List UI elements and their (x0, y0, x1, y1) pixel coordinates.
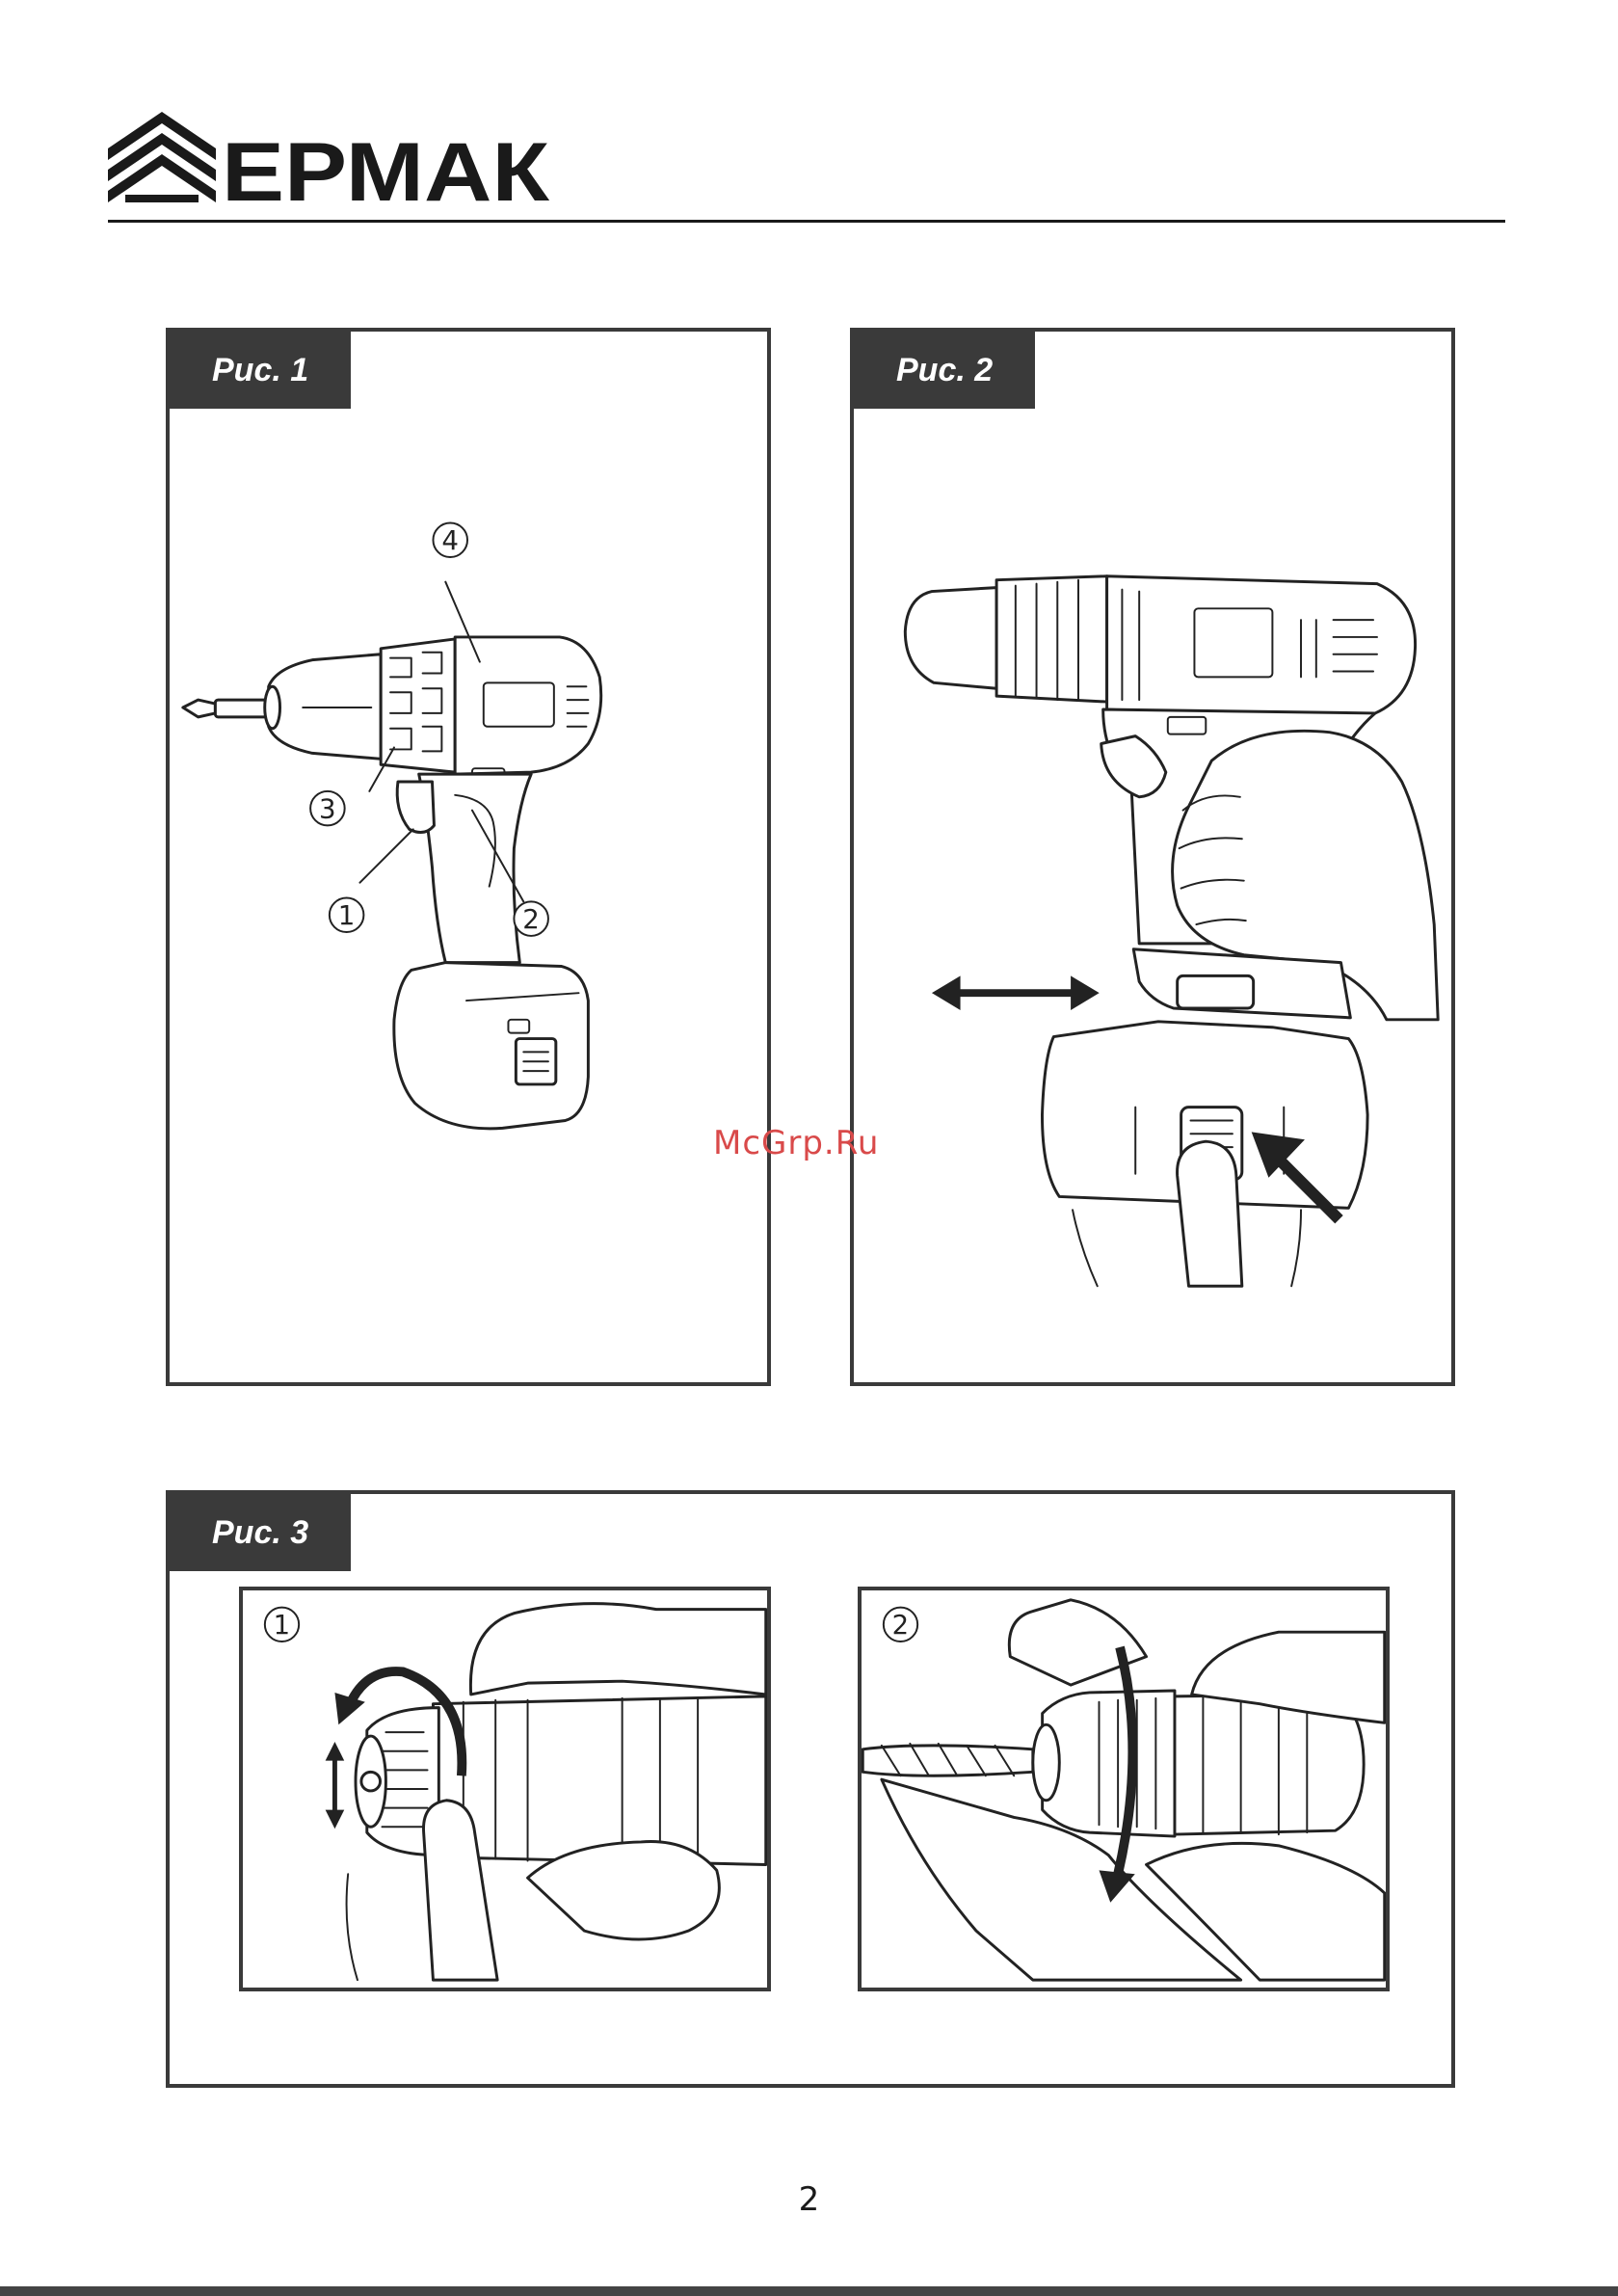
figure-3-label: Рис. 3 (170, 1494, 351, 1571)
figure-3-panel: Рис. 3 1 (166, 1490, 1455, 2088)
callout-4: 4 (441, 524, 459, 556)
brand-emblem-icon (108, 112, 216, 202)
callout-1: 1 (338, 899, 356, 931)
drill-chuck (265, 654, 381, 760)
header: ЕРМАК (108, 108, 1505, 222)
battery-removal-diagram (854, 332, 1451, 1382)
drill-handle (397, 774, 531, 962)
drill-battery (394, 963, 589, 1129)
chuck-close-diagram: 2 (862, 1590, 1386, 1988)
figure-1-panel: Рис. 1 (166, 328, 771, 1386)
figure-3-step-2: 2 (858, 1587, 1390, 1991)
watermark: McGrp.Ru (713, 1124, 879, 1162)
drill-bit-step-2 (862, 1744, 1033, 1775)
callout-3: 3 (319, 793, 336, 825)
jaws-arrow-icon (326, 1742, 345, 1829)
header-divider (108, 220, 1505, 223)
drill-body (455, 637, 601, 784)
step-1-number: 1 (274, 1611, 290, 1641)
figure-2-panel: Рис. 2 (850, 328, 1455, 1386)
slide-direction-arrow-icon (932, 975, 1100, 1010)
drill-bit (183, 700, 269, 717)
chuck-open-diagram: 1 (243, 1590, 767, 1988)
footer-bar (0, 2286, 1618, 2296)
figure-3-step-1: 1 (239, 1587, 771, 1991)
step-2-number: 2 (892, 1611, 909, 1641)
brand-logo: ЕРМАК (108, 108, 551, 204)
brand-name: ЕРМАК (222, 126, 550, 204)
drill-side-view (356, 1696, 766, 1865)
page-number: 2 (0, 2180, 1618, 2219)
drill-diagram: 4 3 1 2 (170, 332, 767, 1382)
drill-body-fig2 (905, 576, 1415, 717)
callout-2: 2 (522, 903, 540, 935)
